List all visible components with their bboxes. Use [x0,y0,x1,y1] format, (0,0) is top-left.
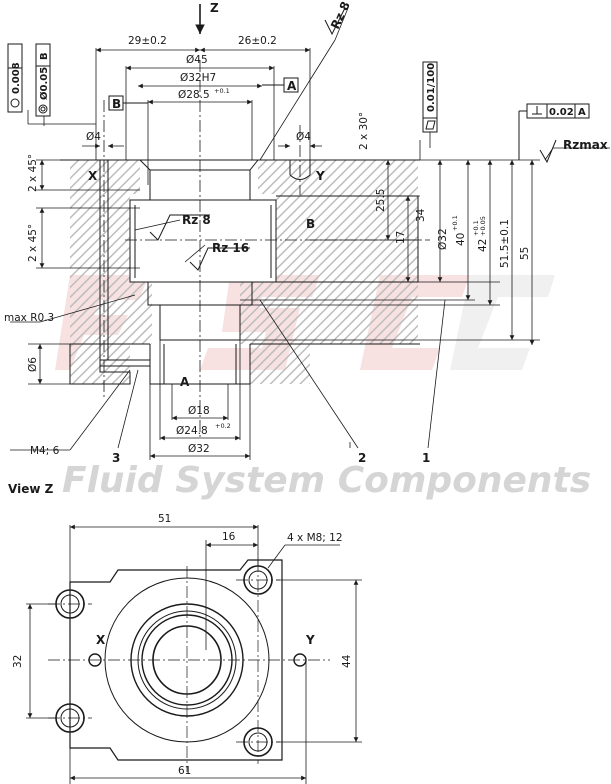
dim-17: 17 [395,231,407,244]
dim-dia6: Ø6 [27,357,39,372]
dim-42-tol-upper: +0.1 [472,220,480,236]
dim-dia24-8-tol: +0.2 [215,422,231,430]
dim-16: 16 [222,531,236,543]
dim-25-5: 25.5 [375,189,387,212]
view-z-labels: View Z 51 16 4 x M8; 12 32 44 61 X Y [8,482,353,777]
coaxiality-datum: B [39,52,50,60]
balloon-3: 3 [112,451,120,465]
viewz-x-label: X [96,633,106,647]
balloon-1: 1 [422,451,430,465]
view-arrow-label: Z [210,1,219,15]
view-z-title: View Z [8,482,54,496]
port-a-label: A [180,375,190,389]
dim-55: 55 [519,247,531,260]
dim-dia4-right: Ø4 [296,131,311,143]
balloon-2: 2 [358,451,366,465]
section-view-labels: Z 29±0.2 26±0.2 Ø45 Ø32H7 Ø28.5 +0.1 Ø4 … [4,0,611,465]
dim-dia32-right: Ø32 [437,228,449,250]
dim-dia32-bottom: Ø32 [188,443,210,455]
dim-dia32h7: Ø32H7 [180,72,216,84]
view-z [26,524,362,784]
dim-34: 34 [415,208,427,222]
dim-44-viewz: 44 [341,654,353,668]
rz8-top: Rz 8 [328,0,353,31]
dim-61: 61 [178,765,191,777]
datum-b-marker: B [112,97,121,111]
dim-dia28-5-tol: +0.1 [214,87,230,95]
rz8-bore: Rz 8 [182,213,211,227]
dim-42: 42 [477,239,489,252]
dim-chamfer-30: 2 x 30° [358,112,370,150]
rz16-bore: Rz 16 [212,241,249,255]
dim-thread: M4; 6 [30,445,60,457]
watermark-brand: Fluid System Components [62,460,591,501]
datum-a-marker: A [287,79,297,93]
perpendicularity-datum: A [578,107,586,118]
flatness-value: 0.01/100 [426,63,437,112]
dim-dia24-8: Ø24.8 [176,425,208,437]
perpendicularity-value: 0.02 [549,107,574,118]
roundness-value: 0.008 [11,62,22,94]
port-b-label: B [306,217,315,231]
dim-32-viewz: 32 [12,655,24,668]
dim-40: 40 [455,233,467,246]
dim-42-tol-lower: +0.05 [479,216,487,236]
dim-max-r: max R0.3 [4,312,54,324]
section-view [7,4,610,460]
dim-chamfer-45-a: 2 x 45° [27,154,39,192]
port-x-label: X [88,169,98,183]
dim-dia28-5: Ø28.5 [178,89,210,101]
dim-chamfer-45-b: 2 x 45° [27,224,39,262]
dim-29: 29±0.2 [128,35,167,47]
dim-51-5: 51.5±0.1 [499,219,511,268]
dim-51: 51 [158,513,171,525]
port-y-label: Y [315,169,325,183]
coaxiality-value: Ø0.05 [38,67,50,100]
dim-26: 26±0.2 [238,35,277,47]
dim-40-tol: +0.1 [451,215,459,231]
dim-dia4-left: Ø4 [86,131,101,143]
dim-dia45: Ø45 [186,54,208,66]
viewz-y-label: Y [305,633,315,647]
bolt-spec: 4 x M8; 12 [287,532,343,544]
dim-dia18: Ø18 [188,405,210,417]
rzmax4-face: Rzmax 4 [563,138,611,152]
